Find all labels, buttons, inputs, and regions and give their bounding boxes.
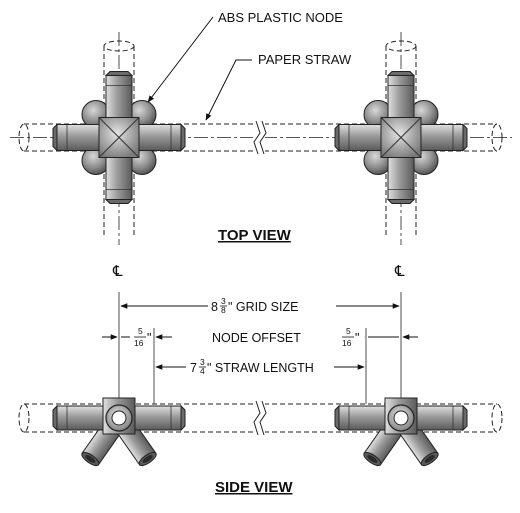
svg-text:4: 4 <box>200 366 205 376</box>
svg-text:5: 5 <box>138 326 143 336</box>
svg-text:16: 16 <box>134 338 144 348</box>
side-view-heading: SIDE VIEW <box>215 479 293 496</box>
top-break-symbol <box>253 120 267 155</box>
node-offset-left-fraction: 5 16 " <box>134 326 151 348</box>
svg-text:3: 3 <box>200 357 205 367</box>
side-break-symbol <box>253 400 267 436</box>
top-node-left <box>52 71 186 204</box>
svg-text:3: 3 <box>221 296 226 306</box>
top-view-heading: TOP VIEW <box>218 227 292 244</box>
svg-text:": " <box>147 331 151 345</box>
svg-text:8: 8 <box>211 300 218 314</box>
extension-lines <box>118 292 402 404</box>
side-node-left <box>52 397 186 469</box>
node-callout: ABS PLASTIC NODE <box>218 10 343 25</box>
side-view: SIDE VIEW <box>18 397 503 496</box>
grid-size-label: 8 3 8 " GRID SIZE <box>211 296 298 315</box>
straw-length-label: 7 3 4 " STRAW LENGTH <box>190 357 314 376</box>
top-view: ABS PLASTIC NODE PAPER STRAW TOP VIEW ℄ … <box>10 10 512 280</box>
centerline-symbol-left: ℄ <box>112 263 123 280</box>
svg-text:" STRAW LENGTH: " STRAW LENGTH <box>207 361 314 375</box>
node-leader-line <box>147 16 214 103</box>
straw-leader-line <box>205 59 252 121</box>
straw-callout: PAPER STRAW <box>258 52 352 67</box>
side-node-right <box>334 397 468 469</box>
svg-text:" GRID SIZE: " GRID SIZE <box>228 300 298 314</box>
svg-text:8: 8 <box>221 305 226 315</box>
node-offset-right-fraction: 5 16 " <box>342 326 359 348</box>
svg-text:": " <box>355 331 359 345</box>
svg-text:7: 7 <box>190 361 197 375</box>
svg-text:16: 16 <box>342 338 352 348</box>
top-node-right <box>334 71 468 204</box>
centerline-symbol-right: ℄ <box>394 263 405 280</box>
node-offset-label: NODE OFFSET <box>212 331 301 345</box>
svg-text:5: 5 <box>346 326 351 336</box>
dimensions: 8 3 8 " GRID SIZE 5 16 " NODE OFFSET 5 1… <box>102 292 418 404</box>
